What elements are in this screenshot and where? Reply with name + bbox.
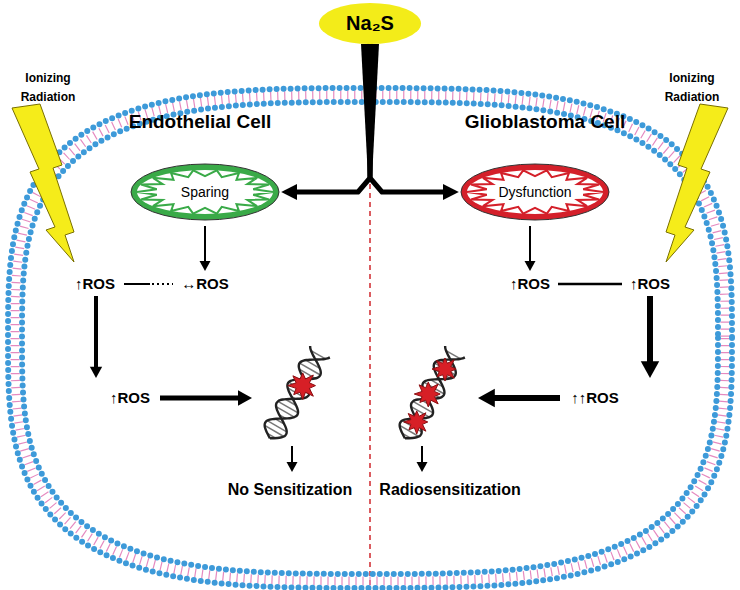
cell-title: Endothelial Cell (129, 111, 272, 132)
dna-helix (265, 346, 330, 438)
label-box: Ionizing Radiation (5, 67, 91, 105)
outcome-label: No Sensitization (228, 481, 352, 498)
cell-title: Glioblastoma Cell (465, 111, 625, 132)
flow-arrow (160, 396, 239, 401)
lightning-bolt (12, 104, 74, 262)
dna-damage (404, 411, 428, 434)
mito-cristae (467, 170, 603, 213)
connector-arrow (370, 44, 446, 193)
mitochondrion: Dysfunction (460, 163, 610, 221)
radiation-label: Ionizing Radiation (665, 71, 720, 104)
flow-arrow (204, 226, 206, 262)
label-box: ↑ROS (110, 388, 150, 407)
label-box: No Sensitization (228, 480, 352, 499)
mito-matrix (467, 170, 603, 214)
dna-strand (400, 346, 456, 438)
dna-damage (414, 382, 440, 407)
connector-arrow (294, 44, 370, 193)
arrow-head (478, 389, 495, 407)
lightning-bolt (666, 104, 728, 262)
node-outline (131, 164, 279, 220)
label-box: ↑ROS (510, 274, 550, 293)
dna-damage (432, 358, 456, 381)
ros-label: ↑ROS (75, 275, 115, 292)
arrow-head (238, 390, 252, 405)
ros-label: ↑ROS (630, 275, 670, 292)
label-box: ↑ROS (630, 274, 670, 293)
dna-strand (265, 346, 321, 438)
mitochondrion: Sparing (130, 163, 280, 221)
flow-arrow (494, 395, 560, 401)
ros-link-dotted (152, 283, 173, 285)
label-box: Radiosensitization (379, 480, 520, 499)
label-box: ↔ROS (181, 274, 229, 293)
dna-damage (288, 373, 316, 400)
ros-label: ↑↑ROS (571, 389, 619, 406)
ros-label: ↑ROS (110, 389, 150, 406)
flow-arrows (90, 226, 659, 472)
node-outline (461, 164, 609, 220)
label-box: ↑ROS (75, 274, 115, 293)
mito-cristae (137, 170, 273, 213)
arrow-head (90, 367, 102, 378)
label-box: Endothelial Cell (129, 111, 272, 134)
label-box: Ionizing Radiation (649, 67, 735, 105)
node-label: Dysfunction (498, 184, 571, 200)
flow-arrow (94, 296, 98, 368)
arrow-head (641, 361, 659, 378)
flow-arrow (421, 446, 423, 463)
node-outline (319, 3, 421, 44)
flow-arrow (291, 446, 293, 463)
arrow-head (417, 462, 428, 472)
ros-label: ↑ROS (510, 275, 550, 292)
dna-helix (400, 346, 465, 438)
arrow-head (525, 261, 536, 271)
node-label: Sparing (181, 184, 229, 200)
outcome-label: Radiosensitization (379, 481, 520, 498)
agent-ellipse: Na₂S (318, 2, 422, 45)
label-box: Glioblastoma Cell (465, 111, 625, 134)
node-label: Na₂S (346, 12, 394, 35)
flow-arrow (529, 226, 531, 262)
arrow-head (200, 261, 211, 271)
radiation-label: Ionizing Radiation (21, 71, 76, 104)
ros-link-line (124, 283, 150, 285)
arrow-head (287, 462, 298, 472)
mito-matrix (137, 170, 273, 214)
ros-link-line (558, 283, 622, 286)
label-box: ↑↑ROS (571, 388, 619, 407)
ros-label: ↔ROS (181, 275, 229, 292)
flow-arrow (647, 296, 653, 362)
